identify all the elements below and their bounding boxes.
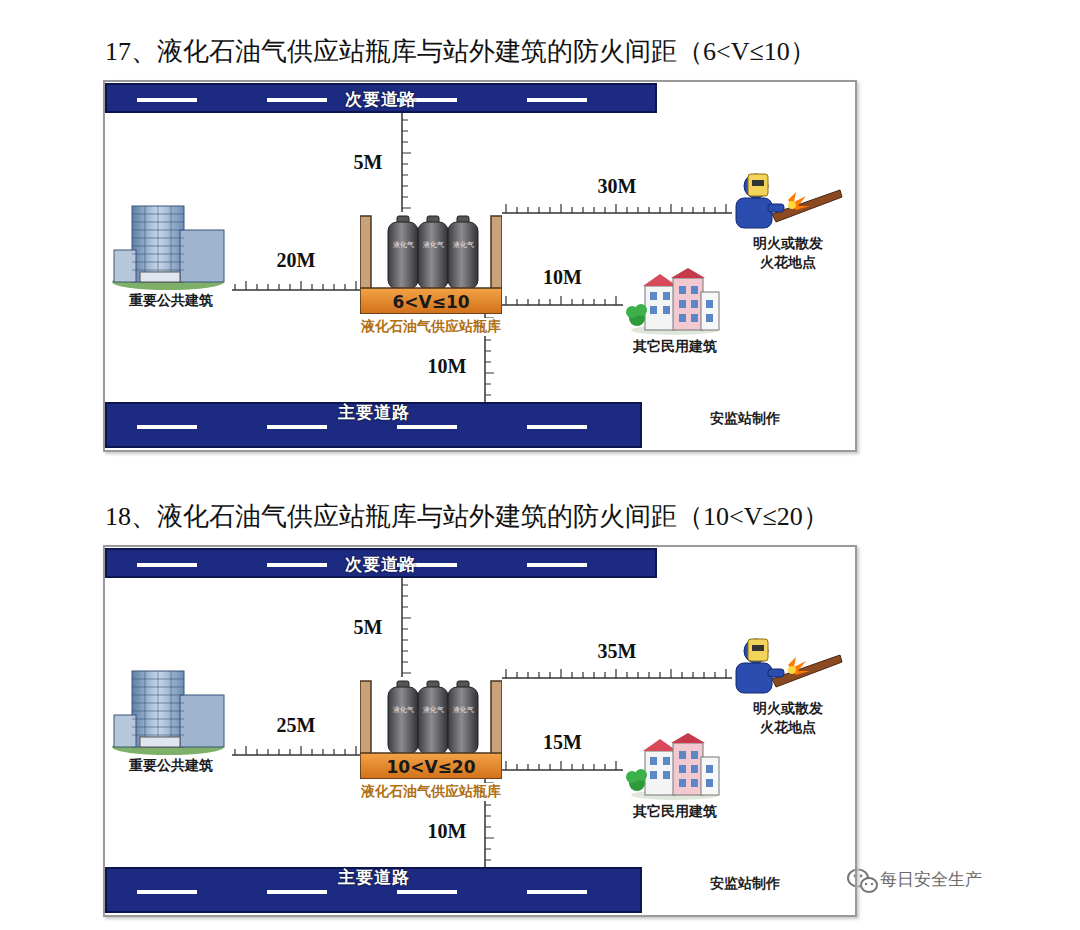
public-building-icon xyxy=(110,665,232,755)
ruler-ticks xyxy=(506,761,616,770)
text-slot: 重要公共建筑 xyxy=(110,292,232,310)
residential-label: 其它民用建筑 xyxy=(633,803,717,821)
building-label: 重要公共建筑 xyxy=(129,757,213,775)
distance-label: 15M xyxy=(541,731,584,754)
text-slot: 液化气 xyxy=(418,240,448,250)
open-flame-site: 明火或散发 火花地点 xyxy=(732,635,844,743)
text-slot: 液化气 xyxy=(388,705,418,715)
diagram-panel: 17、液化石油气供应站瓶库与站外建筑的防火间距（6<V≤10）安监站制作次要道路… xyxy=(103,80,857,452)
road-name: 主要道路 xyxy=(338,866,410,889)
residential-label: 其它民用建筑 xyxy=(633,338,717,356)
distance-line xyxy=(502,677,732,679)
cylinder-label: 液化气 xyxy=(423,240,444,250)
road-name: 次要道路 xyxy=(345,88,417,111)
flame-site-label: 明火或散发 火花地点 xyxy=(750,234,826,272)
wechat-icon xyxy=(848,870,877,893)
ruler-ticks xyxy=(402,585,411,673)
text-slot: 18、液化石油气供应站瓶库与站外建筑的防火间距（10<V≤20） xyxy=(105,499,829,534)
text-slot: 液化气 xyxy=(448,705,478,715)
text-slot: 明火或散发 火花地点 xyxy=(732,699,844,737)
distance-label: 35M xyxy=(596,640,639,663)
cylinder-label: 液化气 xyxy=(453,705,474,715)
cylinder-label: 液化气 xyxy=(393,240,414,250)
secondary-road: 次要道路 xyxy=(105,83,657,113)
flame-site-label: 明火或散发 火花地点 xyxy=(750,699,826,737)
text-slot: 液化石油气供应站瓶库 xyxy=(310,318,552,336)
panel-title: 18、液化石油气供应站瓶库与站外建筑的防火间距（10<V≤20） xyxy=(105,499,829,534)
residential-building: 其它民用建筑 xyxy=(623,733,727,825)
road-name: 主要道路 xyxy=(338,401,410,424)
maker-note: 安监站制作 xyxy=(710,410,780,428)
main-road: 主要道路 xyxy=(105,402,642,448)
text-slot: 10<V≤20 xyxy=(360,754,502,779)
text-slot: 液化气 xyxy=(388,240,418,250)
building-label: 重要公共建筑 xyxy=(129,292,213,310)
ruler-ticks xyxy=(235,746,356,755)
distance-label: 30M xyxy=(596,175,639,198)
open-flame-site: 明火或散发 火花地点 xyxy=(732,170,844,278)
text-slot: 每日安全生产 xyxy=(880,868,982,891)
text-slot: 液化气 xyxy=(418,705,448,715)
distance-label: 20M xyxy=(275,249,318,272)
cylinder-label: 液化气 xyxy=(423,705,444,715)
text-slot: 安监站制作 xyxy=(675,875,815,893)
cylinder-label: 液化气 xyxy=(453,240,474,250)
distance-label: 5M xyxy=(352,151,385,174)
residential-building-icon xyxy=(623,733,727,801)
text-slot: 6<V≤10 xyxy=(360,289,502,314)
volume-range: 10<V≤20 xyxy=(387,757,476,777)
text-slot: 17、液化石油气供应站瓶库与站外建筑的防火间距（6<V≤10） xyxy=(105,34,816,69)
open-flame-icon xyxy=(732,170,844,234)
public-building: 重要公共建筑 xyxy=(110,665,232,777)
store-label: 液化石油气供应站瓶库 xyxy=(359,783,503,801)
text-slot: 次要道路 xyxy=(107,554,655,574)
distance-label: 10M xyxy=(426,820,469,843)
distance-label: 25M xyxy=(275,714,318,737)
residential-building-icon xyxy=(623,268,727,336)
text-slot: 液化石油气供应站瓶库 xyxy=(310,783,552,801)
text-slot: 安监站制作 xyxy=(675,410,815,428)
text-slot: 液化气 xyxy=(448,240,478,250)
distance-line xyxy=(232,754,360,756)
watermark: 每日安全生产 xyxy=(880,868,982,891)
ruler-ticks xyxy=(402,120,411,208)
public-building-icon xyxy=(110,200,232,290)
cylinder-store: 10<V≤20液化石油气供应站瓶库液化气液化气液化气 xyxy=(360,677,502,779)
distance-label: 10M xyxy=(541,266,584,289)
cylinder-label: 液化气 xyxy=(393,705,414,715)
diagram-panel: 18、液化石油气供应站瓶库与站外建筑的防火间距（10<V≤20）安监站制作次要道… xyxy=(103,545,857,917)
ruler-ticks xyxy=(506,669,726,678)
text-slot: 重要公共建筑 xyxy=(110,757,232,775)
distance-label: 10M xyxy=(426,355,469,378)
ruler-ticks xyxy=(235,281,356,290)
text-slot: 其它民用建筑 xyxy=(623,338,727,356)
ruler-ticks xyxy=(506,204,726,213)
text-slot: 次要道路 xyxy=(107,89,655,109)
text-slot: 明火或散发 火花地点 xyxy=(732,234,844,272)
maker-note: 安监站制作 xyxy=(710,875,780,893)
open-flame-icon xyxy=(732,635,844,699)
panel-title: 17、液化石油气供应站瓶库与站外建筑的防火间距（6<V≤10） xyxy=(105,34,816,69)
main-road: 主要道路 xyxy=(105,867,642,913)
public-building: 重要公共建筑 xyxy=(110,200,232,312)
distance-line xyxy=(232,289,360,291)
store-label: 液化石油气供应站瓶库 xyxy=(359,318,503,336)
text-slot: 其它民用建筑 xyxy=(623,803,727,821)
cylinder-store: 6<V≤10液化石油气供应站瓶库液化气液化气液化气 xyxy=(360,212,502,314)
text-slot: 主要道路 xyxy=(107,867,640,887)
residential-building: 其它民用建筑 xyxy=(623,268,727,360)
ruler-ticks xyxy=(506,296,616,305)
road-name: 次要道路 xyxy=(345,553,417,576)
distance-label: 5M xyxy=(352,616,385,639)
volume-range: 6<V≤10 xyxy=(392,292,469,312)
distance-line xyxy=(502,212,732,214)
text-slot: 主要道路 xyxy=(107,402,640,422)
secondary-road: 次要道路 xyxy=(105,548,657,578)
